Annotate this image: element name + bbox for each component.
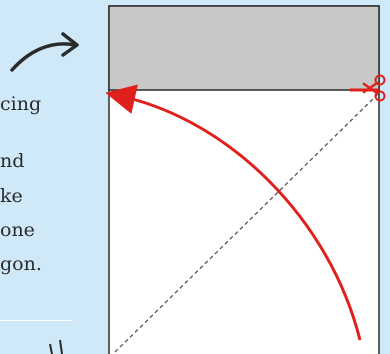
curved-arrow-icon	[10, 32, 79, 72]
cut-off-text-fragment	[49, 339, 63, 354]
diagonal-fold-line	[114, 93, 379, 353]
instruction-line-1: cing	[0, 93, 42, 115]
fold-strip	[108, 5, 380, 91]
scissors-icon	[362, 74, 386, 102]
fold-arrow	[105, 84, 362, 341]
instruction-line-2: nd	[0, 150, 25, 172]
text-divider	[0, 320, 72, 321]
instruction-line-4: one	[0, 219, 35, 241]
instruction-line-5: gon.	[0, 253, 42, 275]
instruction-line-3: ke	[0, 185, 23, 207]
